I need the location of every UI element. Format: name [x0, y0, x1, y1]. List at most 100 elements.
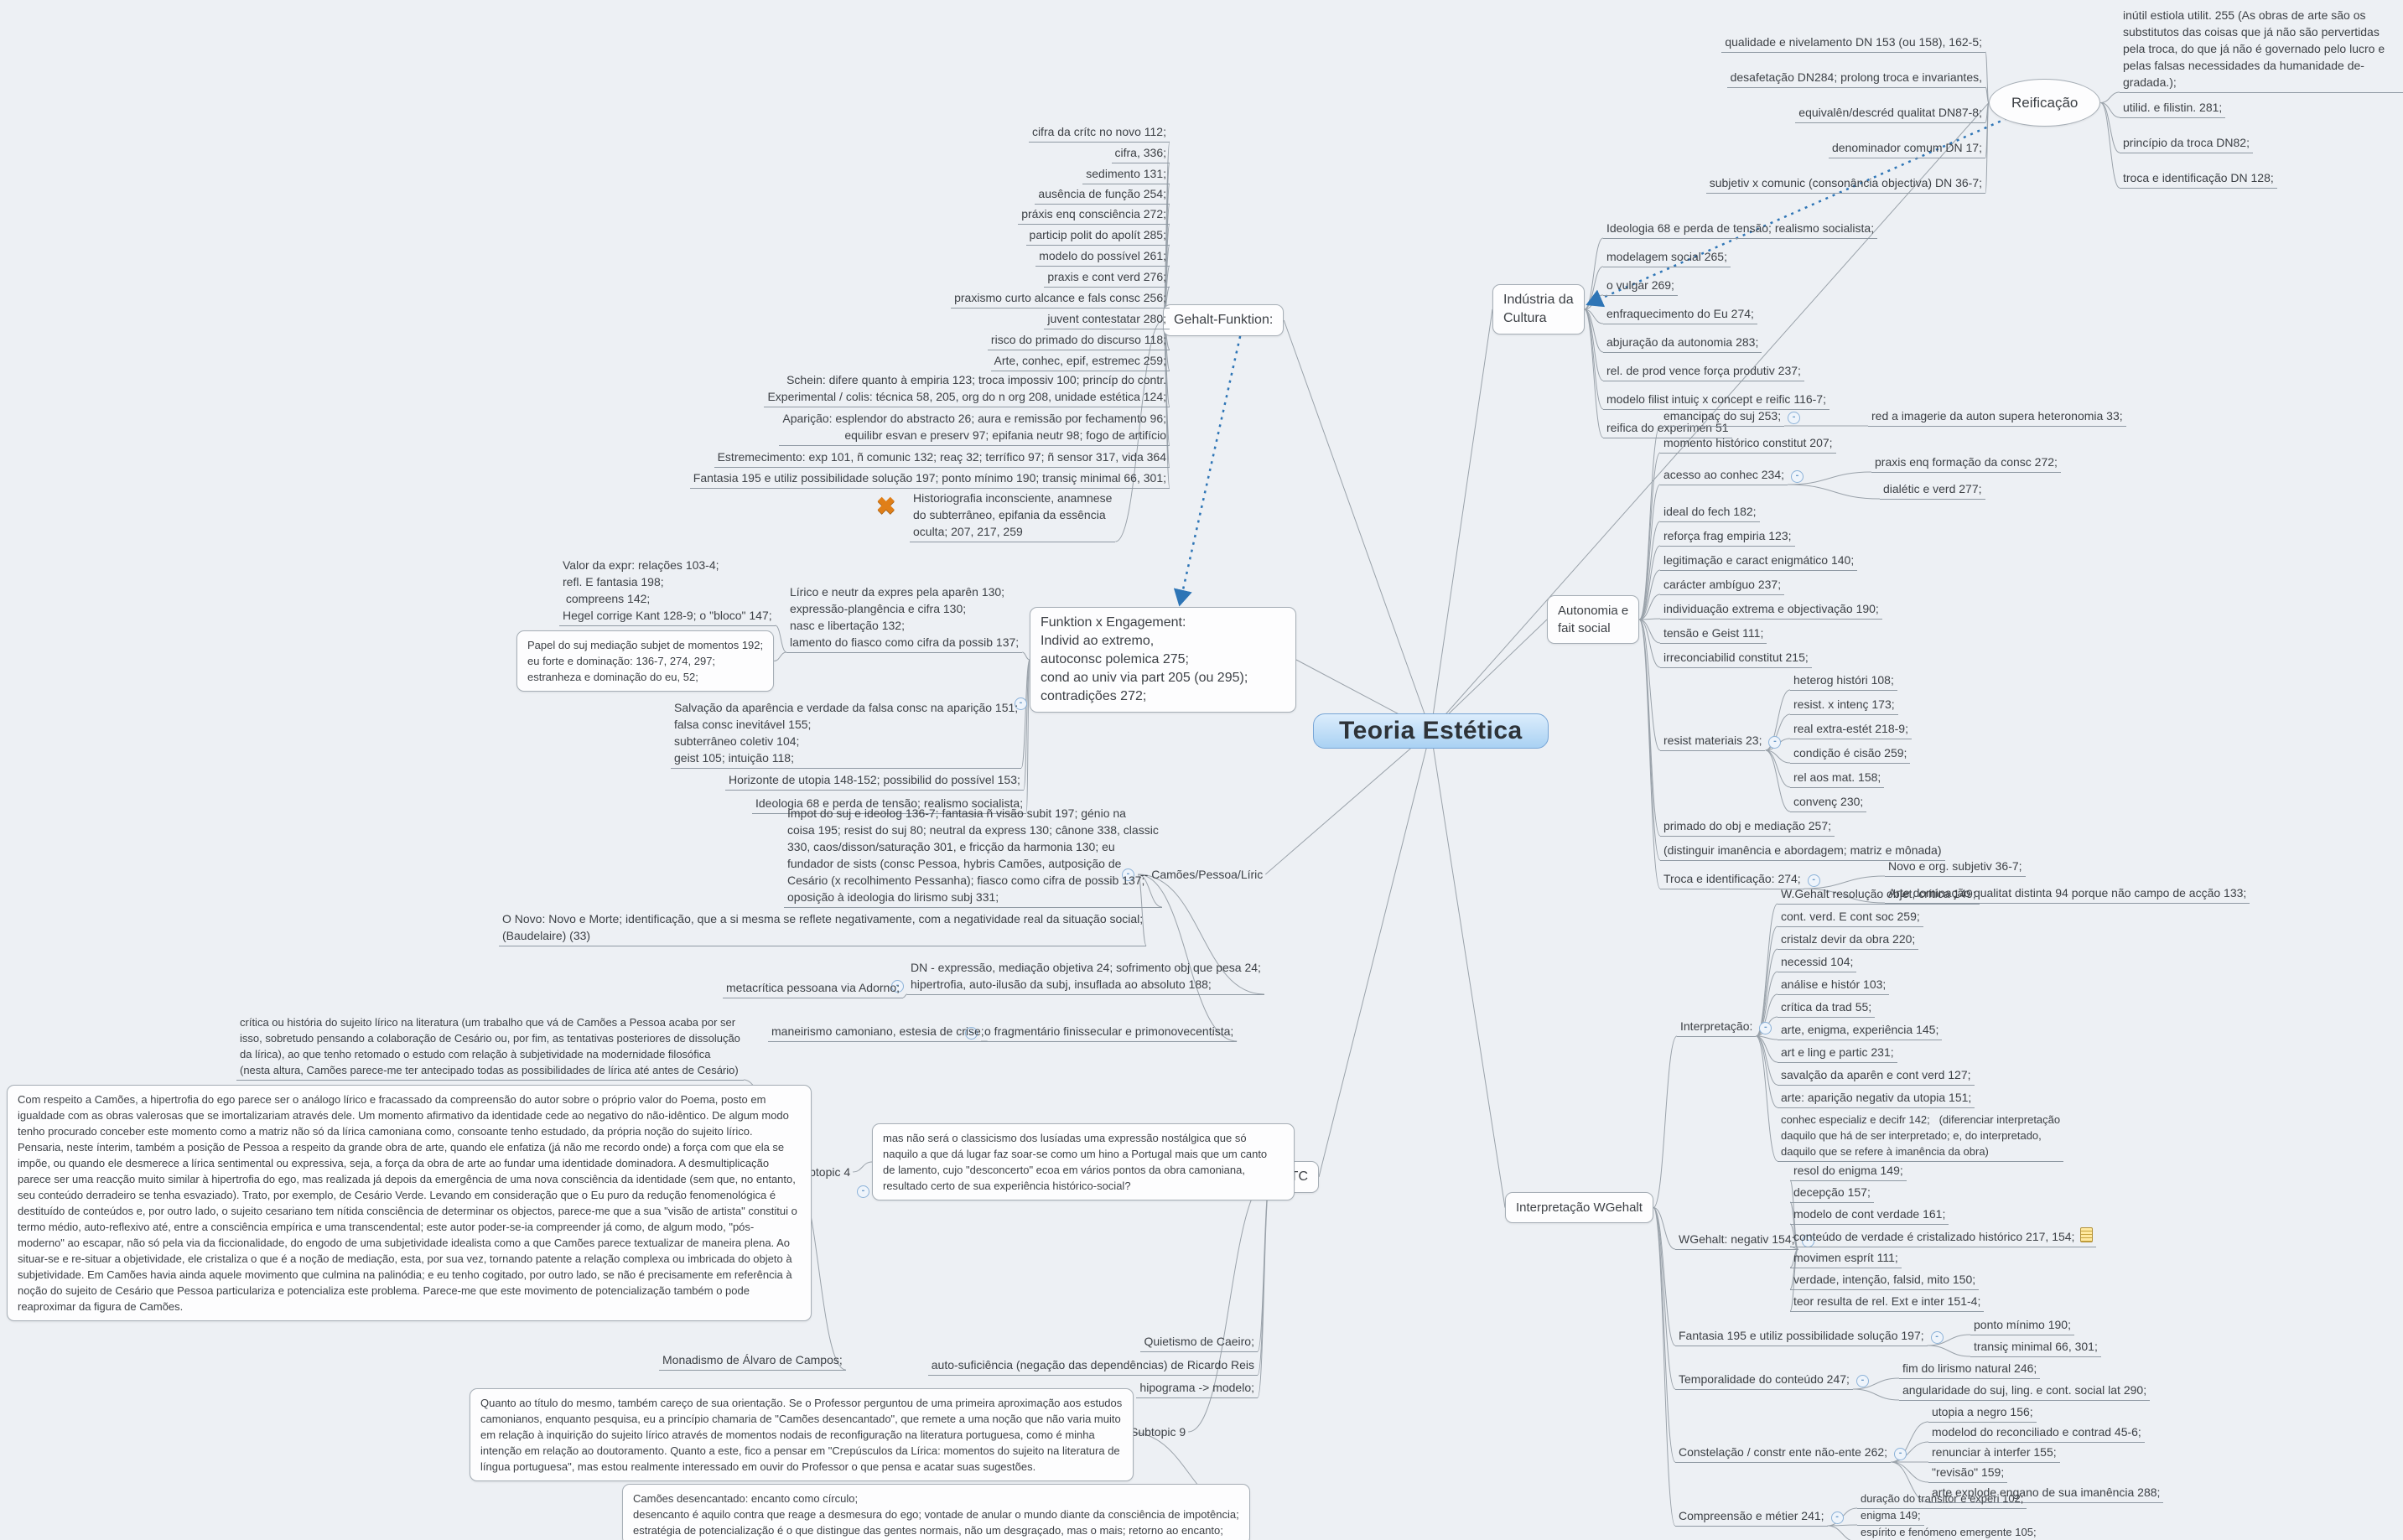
topic-a11b[interactable]: resist. x intenç 173; — [1790, 696, 1898, 715]
collapse-icon[interactable]: - — [857, 1185, 869, 1198]
topic-tem2[interactable]: angularidade do suj, ling. e cont. socia… — [1899, 1382, 2151, 1401]
topic-a11d[interactable]: condição é cisão 259; — [1790, 744, 1911, 764]
collapse-icon[interactable]: - — [1855, 1375, 1869, 1387]
topic-n11[interactable]: conhec especializ e decifr 142; (diferen… — [1778, 1112, 2064, 1162]
topic-g1[interactable]: cifra da crítc no novo 112; — [1028, 123, 1170, 143]
topic-rr2[interactable]: utilid. e filistin. 281; — [2120, 99, 2226, 118]
topic-s3[interactable]: Monadismo de Álvaro de Campos; — [659, 1351, 846, 1371]
topic-r3[interactable]: equivalên/descréd qualitat DN87-8; — [1795, 104, 1985, 123]
topic-con4[interactable]: "revisão" 159; — [1928, 1464, 2008, 1483]
topic-c6[interactable]: maneirismo camoniano, estesia de crise; — [768, 1023, 988, 1042]
topic-a14b[interactable]: Arte dominação qualitat distinta 94 porq… — [1885, 884, 2250, 904]
topic-a5[interactable]: reforça frag empiria 123; — [1660, 527, 1795, 547]
topic-g2[interactable]: cifra, 336; — [1111, 144, 1170, 163]
topic-g16[interactable]: Fantasia 195 e utiliz possibilidade solu… — [689, 469, 1170, 489]
topic-r4[interactable]: denominador comum DN 17; — [1829, 139, 1985, 158]
topic-i4[interactable]: enfraquecimento do Eu 274; — [1603, 305, 1757, 324]
topic-com2[interactable]: enigma 149; — [1857, 1507, 1924, 1526]
collapse-icon[interactable]: - — [1930, 1331, 1944, 1344]
topic-f2[interactable]: Valor da expr: relações 103-4; refl. E f… — [559, 557, 776, 626]
topic-com[interactable]: Compreensão e métier 241;- — [1675, 1507, 1844, 1527]
topic-n8[interactable]: art e ling e partic 231; — [1778, 1044, 1897, 1063]
topic-a11f[interactable]: convenç 230; — [1790, 793, 1867, 812]
topic-g11[interactable]: risco do primado do discurso 118; — [987, 331, 1170, 350]
topic-a11[interactable]: resist materiais 23;- — [1660, 732, 1782, 751]
topic-g14[interactable]: Aparição: esplendor do abstracto 26; aur… — [779, 410, 1170, 446]
topic-r2[interactable]: desafetação DN284; prolong troca e invar… — [1726, 69, 1985, 88]
topic-n5[interactable]: análise e histór 103; — [1778, 976, 1890, 995]
topic-rr3[interactable]: princípio da troca DN82; — [2120, 134, 2253, 153]
collapse-icon[interactable]: - — [891, 980, 904, 993]
topic-fan2[interactable]: transiç minimal 66, 301; — [1970, 1338, 2101, 1357]
topic-con5[interactable]: arte explode engano de sua imanência 288… — [1928, 1484, 2164, 1503]
collapse-icon[interactable]: - — [1791, 470, 1804, 483]
topic-gehalt[interactable]: Gehalt-Funktion: — [1163, 304, 1285, 336]
topic-w7[interactable]: teor resulta de rel. Ext e inter 151-4; — [1790, 1293, 1985, 1312]
topic-e6[interactable]: Subtopic 9- — [1112, 1423, 1188, 1440]
topic-f5[interactable]: Horizonte de utopia 148-152; possibilid … — [725, 771, 1024, 791]
topic-g15[interactable]: Estremecimento: exp 101, ñ comunic 132; … — [714, 449, 1170, 468]
topic-g7[interactable]: modelo do possível 261; — [1035, 247, 1170, 267]
topic-g8[interactable]: praxis e cont verd 276; — [1044, 268, 1170, 288]
topic-a12[interactable]: primado do obj e mediação 257; — [1660, 817, 1835, 837]
collapse-icon[interactable]: - — [1759, 1022, 1772, 1034]
topic-a11e[interactable]: rel aos mat. 158; — [1790, 769, 1885, 788]
topic-f3[interactable]: Papel do suj mediação subjet de momentos… — [516, 630, 775, 692]
topic-i2[interactable]: modelagem social 265; — [1603, 248, 1731, 267]
topic-i1[interactable]: Ideologia 68 e perda de tensão; realismo… — [1603, 220, 1878, 239]
topic-e3[interactable]: Quietismo de Caeiro; — [1140, 1333, 1258, 1352]
topic-w3[interactable]: modelo de cont verdade 161; — [1790, 1206, 1949, 1225]
note-icon[interactable] — [2080, 1227, 2094, 1242]
topic-f4[interactable]: Salvação da aparência e verdade da falsa… — [671, 699, 1022, 769]
topic-i7[interactable]: modelo filist intuiç x concept e reific … — [1603, 391, 1829, 410]
topic-g4[interactable]: ausência de função 254; — [1035, 185, 1170, 205]
topic-c4[interactable]: metacrítica pessoana via Adorno; — [723, 979, 904, 998]
topic-n6[interactable]: crítica da trad 55; — [1778, 998, 1876, 1018]
topic-con[interactable]: Constelação / constr ente não-ente 262;- — [1675, 1444, 1907, 1463]
topic-com3[interactable]: espírito e fenómeno emergente 105; — [1857, 1524, 2040, 1540]
topic-e7[interactable]: Quanto ao título do mesmo, também careço… — [470, 1388, 1134, 1481]
topic-g6[interactable]: particip polit do apolít 285; — [1025, 226, 1170, 246]
topic-i5[interactable]: abjuração da autonomia 283; — [1603, 334, 1762, 353]
topic-indus[interactable]: Indústria da Cultura — [1492, 284, 1585, 334]
collapse-icon[interactable]: - — [1015, 697, 1027, 710]
topic-w1[interactable]: resol do enigma 149; — [1790, 1162, 1907, 1181]
topic-a2[interactable]: momento histórico constitut 207; — [1660, 434, 1836, 454]
topic-w6[interactable]: verdade, intenção, falsid, mito 150; — [1790, 1271, 1980, 1290]
topic-rr4[interactable]: troca e identificação DN 128; — [2120, 169, 2277, 189]
topic-e5[interactable]: hipograma -> modelo; — [1136, 1379, 1258, 1398]
topic-n9[interactable]: savalção da aparên e cont verd 127; — [1778, 1066, 1975, 1086]
topic-i6[interactable]: rel. de prod vence força produtiv 237; — [1603, 362, 1804, 381]
collapse-icon[interactable]: - — [1801, 1235, 1814, 1247]
topic-a9[interactable]: tensão e Geist 111; — [1660, 625, 1767, 644]
topic-com1[interactable]: duração do transitór e experi 102; — [1857, 1491, 2027, 1509]
topic-g5[interactable]: práxis enq consciência 272; — [1018, 205, 1170, 225]
topic-g17[interactable]: Historiografia inconsciente, anamnese do… — [876, 490, 1116, 542]
topic-g10[interactable]: juvent contestatar 280; — [1044, 310, 1170, 329]
collapse-icon[interactable]: - — [1122, 869, 1134, 881]
topic-con2[interactable]: modelod do reconciliado e contrad 45-6; — [1928, 1423, 2145, 1443]
topic-s1[interactable]: crítica ou história do sujeito lírico na… — [236, 1014, 744, 1081]
topic-reif[interactable]: Reificação — [1989, 79, 2101, 127]
topic-c3[interactable]: DN - expressão, mediação objetiva 24; so… — [891, 959, 1264, 995]
topic-a1b[interactable]: red a imagerie da auton supera heteronom… — [1868, 407, 2126, 427]
collapse-icon[interactable]: - — [1894, 1448, 1907, 1460]
topic-a4[interactable]: ideal do fech 182; — [1660, 503, 1760, 522]
topic-a8[interactable]: individuação extrema e objectivação 190; — [1660, 600, 1882, 620]
topic-tem1[interactable]: fim do lirismo natural 246; — [1899, 1360, 2041, 1379]
topic-n10[interactable]: arte: aparição negativ da utopia 151; — [1778, 1089, 1975, 1108]
topic-c2[interactable]: O Novo: Novo e Morte; identificação, que… — [499, 910, 1147, 946]
topic-a3b[interactable]: dialétic e verd 277; — [1880, 480, 1985, 500]
topic-n1[interactable]: W.Gehalt resolução objet, crítica 149; — [1778, 885, 1980, 905]
topic-wg[interactable]: WGehalt: negativ 154;- — [1675, 1231, 1814, 1250]
topic-root[interactable]: Teoria Estética — [1313, 713, 1549, 749]
topic-fx[interactable]: Funktion x Engagement: Individ ao extrem… — [1015, 607, 1296, 713]
topic-n7[interactable]: arte, enigma, experiência 145; — [1778, 1021, 1943, 1040]
collapse-icon[interactable]: - — [1788, 412, 1801, 424]
topic-fan1[interactable]: ponto mínimo 190; — [1970, 1316, 2074, 1335]
topic-fan[interactable]: Fantasia 195 e utiliz possibilidade solu… — [1675, 1327, 1944, 1346]
topic-r1[interactable]: qualidade e nivelamento DN 153 (ou 158),… — [1721, 34, 1985, 53]
topic-e4[interactable]: auto-suficiência (negação das dependênci… — [927, 1356, 1258, 1376]
topic-w2[interactable]: decepção 157; — [1790, 1184, 1874, 1203]
collapse-icon[interactable]: - — [1768, 736, 1782, 749]
